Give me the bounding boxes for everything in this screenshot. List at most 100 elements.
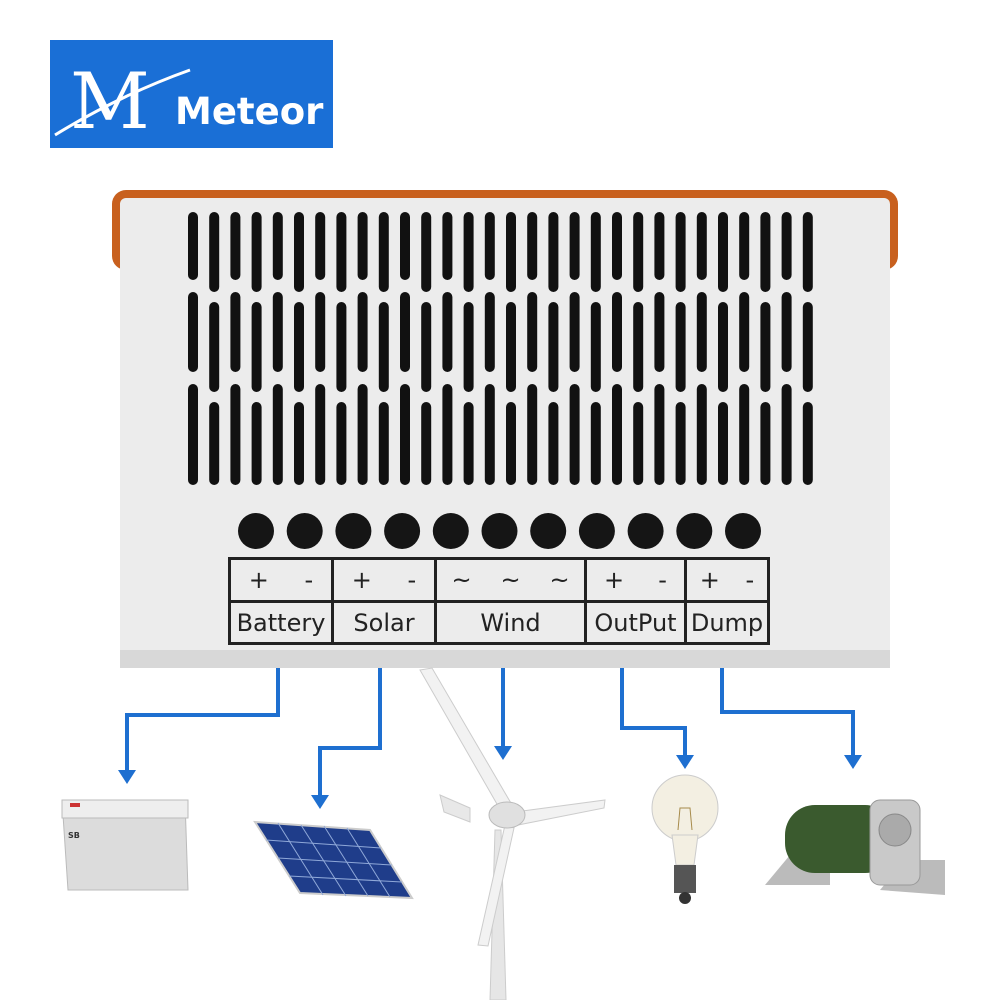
vent-slot xyxy=(251,212,262,292)
vent-slot xyxy=(209,302,220,392)
symbol-ac: ~ xyxy=(500,566,521,594)
symbol-plus: + xyxy=(351,566,372,594)
vent-slot xyxy=(654,384,665,485)
vent-slot xyxy=(421,402,432,485)
battery-icon: SB xyxy=(61,799,189,891)
vent-slot xyxy=(336,302,347,392)
vent-slot xyxy=(612,384,622,485)
meteor-logo: M Meteor xyxy=(50,40,333,148)
vent-slot xyxy=(357,384,368,485)
label-wind: Wind xyxy=(480,608,541,637)
vent-slot xyxy=(654,292,665,372)
vent-slot xyxy=(230,292,241,372)
svg-text:M: M xyxy=(70,57,150,147)
symbol-plus: + xyxy=(248,566,269,594)
vent-slot xyxy=(781,384,792,485)
vent-slot xyxy=(484,212,495,280)
light-bulb-icon xyxy=(651,774,719,904)
label-solar: Solar xyxy=(353,608,415,637)
vent-slot xyxy=(675,302,686,392)
label-battery: Battery xyxy=(236,608,326,637)
terminal-screw-hole xyxy=(286,513,323,549)
vent-slot xyxy=(590,402,601,485)
vent-slot xyxy=(336,402,347,485)
vent-slot xyxy=(802,212,813,292)
symbol-minus: - xyxy=(304,566,314,594)
symbol-plus: + xyxy=(604,566,625,594)
vent-slot xyxy=(633,402,644,485)
terminal-screw-hole xyxy=(335,513,372,549)
vent-slot xyxy=(633,302,644,392)
vent-slot xyxy=(484,384,495,485)
vent-slot xyxy=(442,292,453,372)
terminal-screw-hole xyxy=(578,513,615,549)
vent-slot xyxy=(251,402,262,485)
vent-slot xyxy=(357,292,368,372)
vent-slot xyxy=(463,302,474,392)
vent-slot xyxy=(696,212,707,280)
terminal-screws xyxy=(238,513,761,549)
vent-slot xyxy=(760,402,771,485)
vent-slot xyxy=(802,302,813,392)
terminal-screw-hole xyxy=(676,513,713,549)
vent-slots xyxy=(188,212,813,485)
vent-slot xyxy=(463,212,474,292)
vent-slot xyxy=(760,302,771,392)
vent-slot xyxy=(675,212,686,292)
vent-slot xyxy=(230,212,241,280)
vent-slot xyxy=(378,402,389,485)
vent-slot xyxy=(484,292,495,372)
vent-slot xyxy=(188,292,198,372)
vent-slot xyxy=(400,292,410,372)
terminal-battery: + - Battery xyxy=(231,560,334,642)
vent-slot xyxy=(527,212,538,280)
vent-slot xyxy=(569,292,580,372)
symbol-minus: - xyxy=(745,566,755,594)
vent-slot xyxy=(633,212,644,292)
vent-slot xyxy=(527,292,538,372)
logo-mark-icon: M xyxy=(54,57,191,147)
vent-slot xyxy=(760,212,771,292)
vent-slot xyxy=(590,302,601,392)
terminal-dump: +- Dump xyxy=(687,560,767,642)
vent-slot xyxy=(294,302,304,392)
vent-slot xyxy=(506,212,516,292)
vent-slot xyxy=(675,402,686,485)
vent-slot xyxy=(506,402,516,485)
vent-slot xyxy=(612,212,622,280)
vent-slot xyxy=(739,212,750,280)
vent-slot xyxy=(272,384,283,485)
vent-slot xyxy=(378,302,389,392)
vent-slot xyxy=(400,212,410,280)
vent-slot xyxy=(209,402,220,485)
vent-slot xyxy=(718,402,728,485)
arrow-heads xyxy=(118,746,862,809)
wind-turbine-icon xyxy=(419,667,606,1000)
vent-slot xyxy=(802,402,813,485)
vent-slot xyxy=(739,292,750,372)
vent-slot xyxy=(400,384,410,485)
vent-slot xyxy=(569,384,580,485)
terminal-solar: +- Solar xyxy=(334,560,437,642)
vent-slot xyxy=(612,292,622,372)
vent-slot xyxy=(654,212,665,280)
vent-slot xyxy=(548,402,559,485)
logo-text: Meteor xyxy=(175,90,324,133)
vent-slot xyxy=(421,212,432,292)
vent-slot xyxy=(527,384,538,485)
vent-slot xyxy=(294,212,304,292)
symbol-ac: ~ xyxy=(549,566,570,594)
dump-resistor-icon xyxy=(765,799,945,895)
vent-slot xyxy=(315,292,326,372)
vent-slot xyxy=(294,402,304,485)
terminal-screw-hole xyxy=(384,513,421,549)
vent-slot xyxy=(272,212,283,280)
vent-slot xyxy=(739,384,750,485)
vent-slot xyxy=(272,292,283,372)
vent-slot xyxy=(590,212,601,292)
vent-slot xyxy=(315,212,326,280)
vent-slot xyxy=(718,212,728,292)
vent-slot xyxy=(442,384,453,485)
svg-text:SB: SB xyxy=(68,831,80,840)
